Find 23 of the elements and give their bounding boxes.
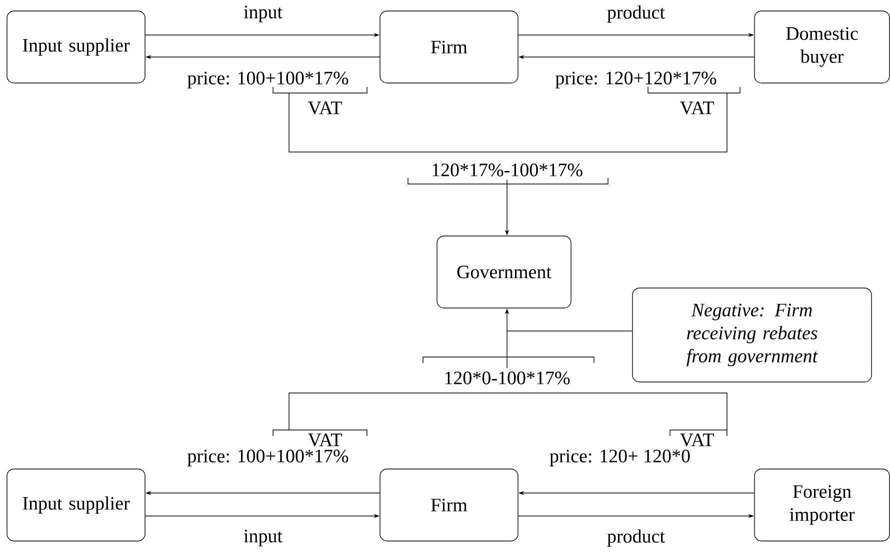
process-box: Domestic buyer: [754, 10, 890, 84]
process-box: Firm: [380, 468, 518, 542]
edge-label: price: 120+ 120*0: [550, 450, 690, 466]
note-box: Negative: Firm receiving rebates from government: [632, 288, 872, 382]
sum-text: 120*0-100*17%: [445, 372, 570, 384]
edge-label: product: [607, 529, 665, 547]
vat-label: VAT: [680, 102, 714, 114]
process-box: Government: [436, 236, 572, 308]
vat-label: VAT: [308, 102, 342, 114]
edge-label: input: [244, 6, 282, 22]
process-box: Foreign importer: [754, 468, 890, 542]
edge-label: price: 100+100*17%: [188, 450, 348, 466]
vat-label: VAT: [680, 434, 714, 446]
sum-text: 120*17%-100*17%: [432, 164, 582, 176]
edge-label: product: [607, 5, 665, 23]
edge-label: input: [244, 530, 282, 546]
process-box: Input supplier: [6, 10, 146, 84]
process-box: Firm: [380, 10, 518, 84]
vat-label: VAT: [308, 434, 342, 446]
process-box: Input supplier: [6, 468, 146, 542]
edge-label: price: 100+100*17%: [188, 72, 348, 88]
leader-line: [506, 330, 632, 332]
edge-label: price: 120+120*17%: [556, 72, 716, 88]
